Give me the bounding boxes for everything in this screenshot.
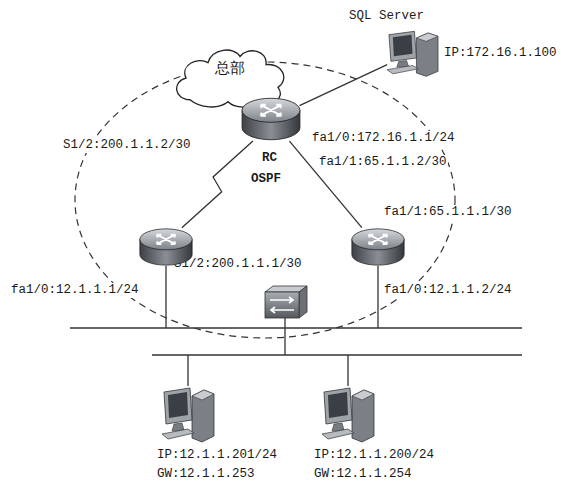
interface-label: fa1/1:65.1.1.2/30	[318, 155, 448, 170]
interface-label: OSPF	[250, 172, 282, 187]
router-drop	[165, 266, 166, 328]
branch-router: fa1/0:12.1.1.2/24	[350, 226, 406, 268]
lan-bus	[70, 327, 522, 328]
switch-drop	[284, 318, 285, 355]
device-label: IP:12.1.1.201/24	[156, 448, 278, 463]
client-pc-icon	[160, 384, 215, 444]
lan-bus	[152, 354, 522, 355]
address-label: 总部	[214, 62, 246, 77]
branch-router-icon	[350, 226, 406, 268]
branch-router-icon	[138, 226, 194, 268]
address-label: IP:172.16.1.100	[443, 46, 558, 61]
server-pc: SQL ServerIP:172.16.1.100	[385, 28, 439, 78]
device-label: RC	[261, 151, 278, 166]
interface-label: S1/2:200.1.1.1/30	[173, 257, 303, 272]
client-pc: IP:12.1.1.201/24GW:12.1.1.253	[160, 384, 215, 444]
device-label: SQL Server	[348, 9, 425, 24]
device-label: fa1/0:12.1.1.1/24	[10, 283, 140, 298]
server-pc-icon	[385, 28, 439, 78]
address-label: GW:12.1.1.254	[313, 467, 413, 482]
pc-drop	[187, 355, 188, 386]
address-label: GW:12.1.1.253	[156, 467, 256, 482]
client-pc-icon	[320, 384, 375, 444]
interface-label: fa1/0:172.16.1.1/24	[311, 131, 456, 146]
core-router: RC	[240, 95, 302, 143]
router-drop	[377, 266, 378, 328]
interface-label: S1/2:200.1.1.2/30	[62, 138, 192, 153]
serial-link	[182, 141, 253, 228]
branch-router: fa1/0:12.1.1.1/24	[138, 226, 194, 268]
switch-symbol	[265, 286, 307, 318]
client-pc: IP:12.1.1.200/24GW:12.1.1.254	[320, 384, 375, 444]
core-router-icon	[240, 95, 302, 143]
device-label: IP:12.1.1.200/24	[313, 448, 435, 463]
interface-label: fa1/1:65.1.1.1/30	[383, 205, 513, 220]
device-label: fa1/0:12.1.1.2/24	[383, 283, 513, 298]
pc-drop	[347, 355, 348, 386]
ethernet-link	[300, 65, 388, 106]
